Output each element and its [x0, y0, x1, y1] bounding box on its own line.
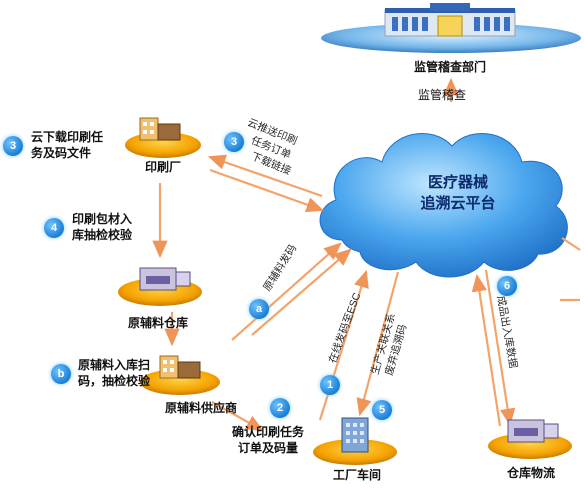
step-badge-4: 4	[44, 218, 64, 238]
printer-factory-icon	[125, 117, 201, 158]
step-4-text-line2: 库抽检校验	[72, 228, 133, 242]
warehouse-logistics-icon	[488, 419, 572, 459]
flow-badge-material: a	[249, 299, 269, 319]
regulator-building-icon	[321, 3, 581, 53]
cloud-subtitle: 追溯云平台	[420, 195, 496, 212]
factory-label: 工厂车间	[333, 468, 382, 482]
cloud-platform-icon	[319, 133, 568, 278]
warehouse-label: 仓库物流	[507, 466, 556, 480]
material-warehouse-label: 原辅料仓库	[128, 316, 189, 330]
cloud-title: 医疗器械	[427, 174, 488, 191]
step-3-text-line2: 务及码文件	[31, 146, 92, 160]
regulator-label: 监管稽查部门	[414, 60, 487, 74]
material-warehouse-icon	[118, 267, 202, 306]
printer-label: 印刷厂	[145, 160, 182, 174]
flow-badge-push: 3	[224, 132, 244, 152]
flow-arrows	[152, 77, 581, 432]
step-2-text-line1: 确认印刷任务	[232, 425, 305, 439]
step-3-text-line1: 云下载印刷任	[31, 130, 104, 144]
step-badge-b: b	[51, 364, 71, 384]
material-supplier-label: 原辅料供应商	[165, 401, 238, 415]
step-b-text-line1: 原辅料入库扫	[78, 358, 151, 372]
step-b-text-line2: 码，抽检校验	[78, 374, 151, 388]
factory-workshop-icon	[313, 417, 397, 465]
audit-label: 监管稽查	[418, 88, 467, 102]
flow-badge-online: 1	[320, 375, 340, 395]
material-supplier-icon	[140, 355, 220, 395]
step-4-text-line1: 印刷包材入	[72, 212, 133, 226]
step-badge-2: 2	[270, 398, 290, 418]
step-2-text-line2: 订单及码量	[238, 441, 299, 455]
flow-badge-stock: 6	[497, 276, 517, 296]
step-badge-3: 3	[3, 136, 23, 156]
flow-badge-relation: 5	[372, 400, 392, 420]
